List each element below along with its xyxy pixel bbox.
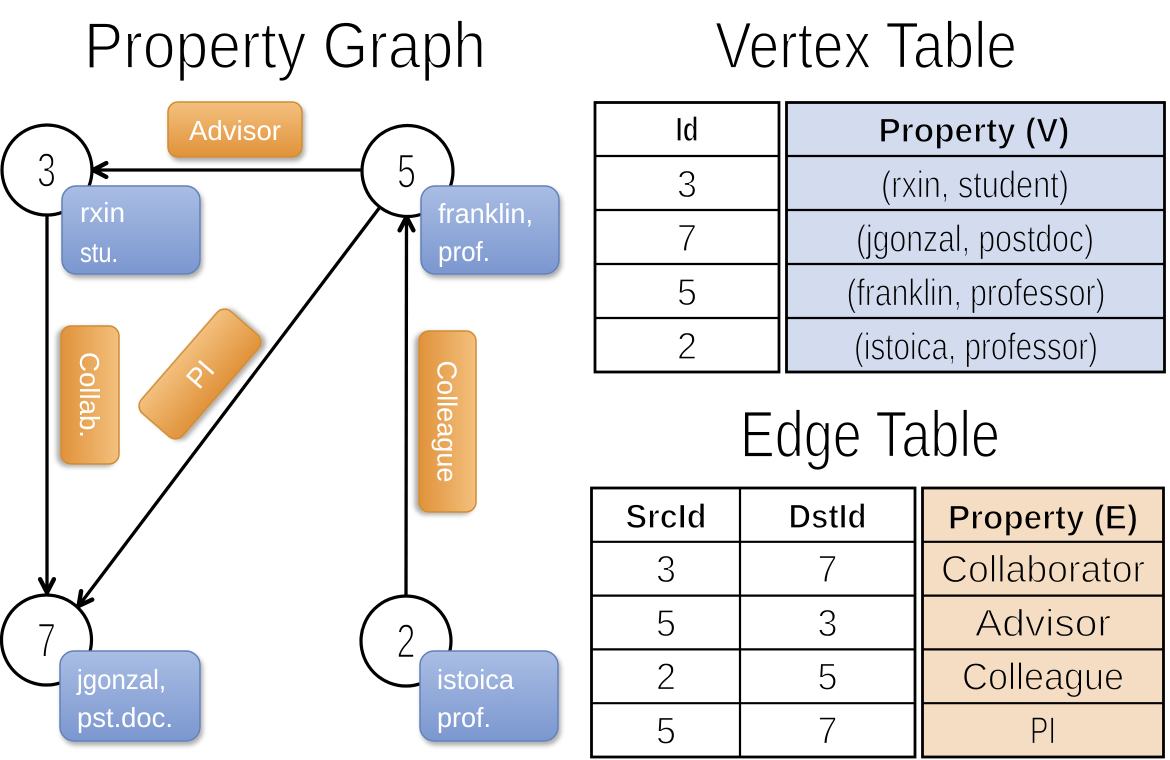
svg-text:Edge Table: Edge Table bbox=[740, 397, 1000, 471]
svg-text:2: 2 bbox=[677, 326, 697, 368]
svg-text:5: 5 bbox=[397, 146, 416, 199]
svg-text:prof.: prof. bbox=[438, 236, 490, 267]
svg-text:7: 7 bbox=[818, 549, 838, 591]
svg-text:5: 5 bbox=[818, 657, 838, 699]
svg-text:2: 2 bbox=[397, 616, 416, 669]
svg-text:2: 2 bbox=[656, 657, 676, 699]
svg-text:Collaborator: Collaborator bbox=[941, 549, 1145, 591]
svg-text:Property (E): Property (E) bbox=[948, 499, 1138, 537]
svg-text:Id: Id bbox=[676, 111, 699, 149]
svg-text:Collab.: Collab. bbox=[74, 352, 105, 438]
svg-text:(jgonzal, postdoc): (jgonzal, postdoc) bbox=[856, 219, 1094, 261]
svg-text:Vertex Table: Vertex Table bbox=[715, 8, 1017, 82]
svg-text:jgonzal,: jgonzal, bbox=[76, 664, 166, 695]
svg-text:7: 7 bbox=[677, 218, 697, 260]
svg-text:rxin: rxin bbox=[80, 197, 125, 228]
svg-text:7: 7 bbox=[818, 710, 838, 752]
svg-text:Property (V): Property (V) bbox=[879, 112, 1070, 150]
svg-text:stu.: stu. bbox=[80, 237, 118, 268]
svg-text:3: 3 bbox=[37, 145, 56, 198]
svg-text:franklin,: franklin, bbox=[438, 198, 533, 229]
svg-text:3: 3 bbox=[818, 603, 838, 645]
svg-text:5: 5 bbox=[677, 272, 697, 314]
svg-text:(franklin, professor): (franklin, professor) bbox=[847, 273, 1106, 315]
svg-text:istoica: istoica bbox=[437, 664, 514, 695]
svg-text:5: 5 bbox=[656, 603, 676, 645]
svg-text:pst.doc.: pst.doc. bbox=[77, 702, 173, 733]
svg-text:prof.: prof. bbox=[437, 702, 491, 733]
svg-text:Colleague: Colleague bbox=[962, 657, 1124, 699]
svg-text:Colleague: Colleague bbox=[432, 361, 463, 483]
svg-text:PI: PI bbox=[1030, 710, 1056, 752]
svg-text:Advisor: Advisor bbox=[975, 603, 1111, 645]
svg-text:(istoica, professor): (istoica, professor) bbox=[854, 327, 1098, 369]
svg-text:Advisor: Advisor bbox=[189, 115, 281, 146]
svg-text:Property Graph: Property Graph bbox=[84, 8, 486, 82]
svg-text:(rxin, student): (rxin, student) bbox=[881, 165, 1069, 207]
svg-text:7: 7 bbox=[37, 615, 56, 668]
svg-text:3: 3 bbox=[656, 549, 676, 591]
svg-text:DstId: DstId bbox=[789, 498, 867, 536]
svg-text:3: 3 bbox=[677, 164, 697, 206]
svg-text:5: 5 bbox=[656, 710, 676, 752]
svg-text:SrcId: SrcId bbox=[626, 498, 707, 536]
